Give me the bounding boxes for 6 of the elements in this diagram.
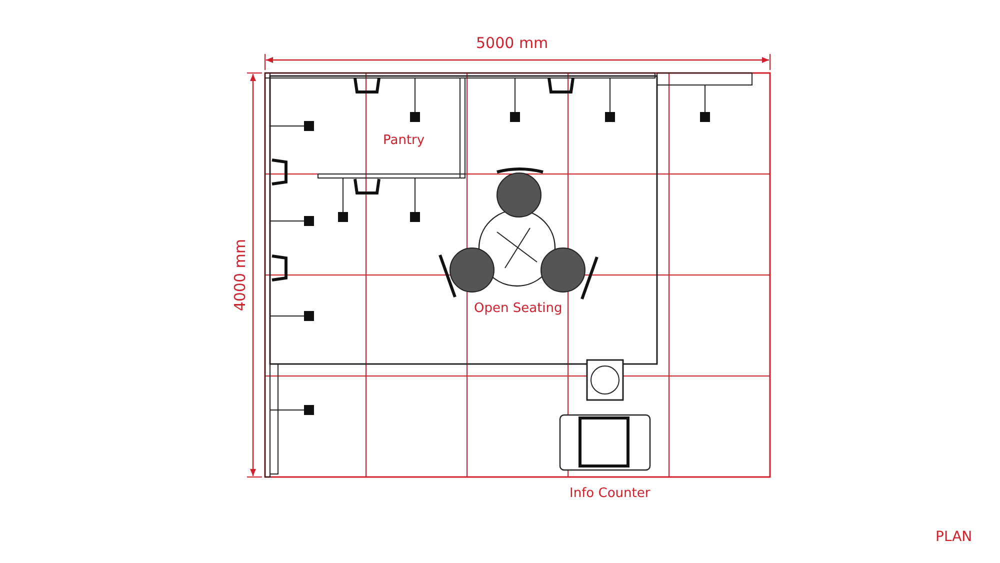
area-label: Pantry — [383, 133, 425, 149]
view-title: PLAN — [936, 529, 972, 545]
dimension-label: 4000 mm — [232, 239, 248, 312]
area-label: Info Counter — [570, 486, 650, 502]
dimension-label: 5000 mm — [476, 35, 548, 51]
area-label: Open Seating — [474, 301, 562, 317]
